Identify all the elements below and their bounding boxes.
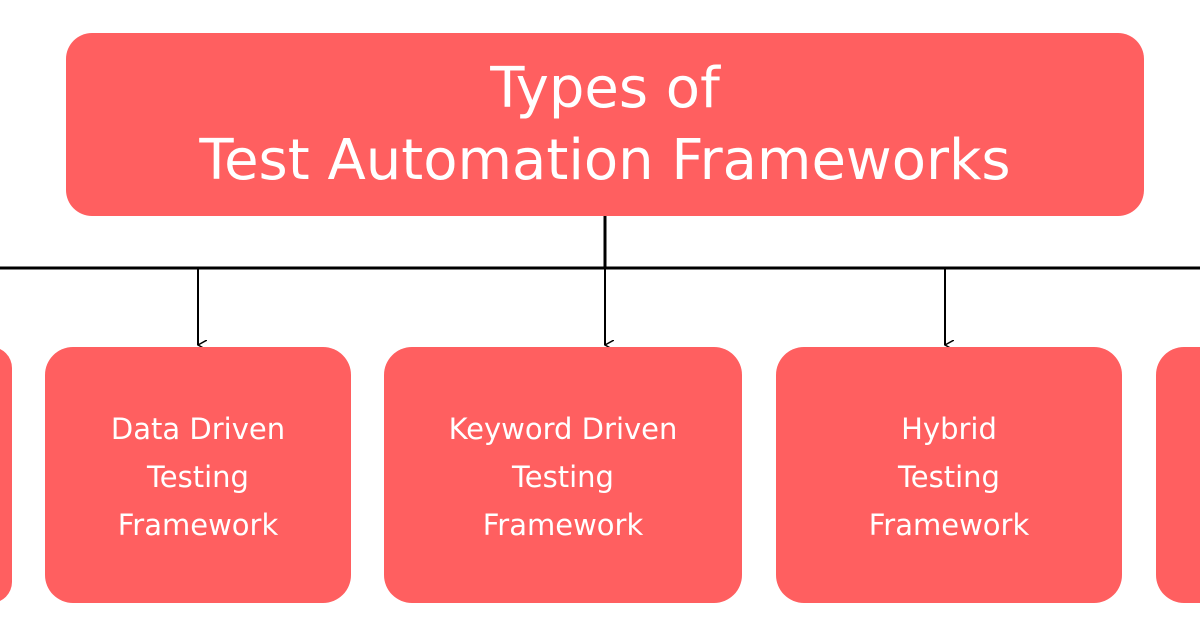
title-line-1: Types of — [490, 55, 720, 121]
node-label-line-2: Testing — [147, 460, 249, 494]
partial-box-right — [1156, 347, 1200, 603]
node-data-driven: Data Driven Testing Framework — [45, 347, 351, 603]
node-label-line-1: Data Driven — [110, 412, 286, 446]
node-label-line-1: Keyword Driven — [448, 412, 678, 446]
node-hybrid: Hybrid Testing Framework — [776, 347, 1122, 603]
node-label-line-1: Hybrid — [901, 412, 997, 446]
partial-box-left — [0, 347, 12, 603]
node-label-line-2: Testing — [512, 460, 614, 494]
node-label-line-3: Framework — [117, 508, 279, 542]
node-label-line-2: Testing — [898, 460, 1000, 494]
node-label-line-3: Framework — [868, 508, 1030, 542]
title-box: Types of Test Automation Frameworks — [66, 33, 1144, 216]
node-keyword-driven: Keyword Driven Testing Framework — [384, 347, 742, 603]
node-label-line-3: Framework — [482, 508, 644, 542]
title-line-2: Test Automation Frameworks — [199, 127, 1011, 193]
